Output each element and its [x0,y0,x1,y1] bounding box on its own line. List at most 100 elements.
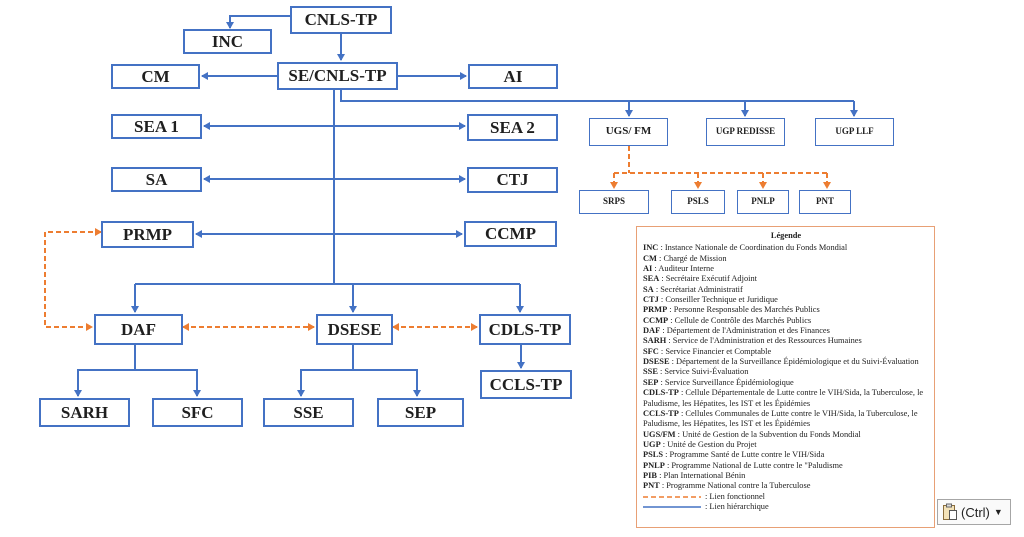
legend-entry: DSESE : Département de la Surveillance É… [643,357,929,367]
legend-entry: INC : Instance Nationale de Coordination… [643,243,929,253]
legend-entry: CM : Chargé de Mission [643,254,929,264]
legend-abbr: CCLS-TP [643,408,679,418]
legend: Légende INC : Instance Nationale de Coor… [636,226,935,528]
legend-abbr: SEA [643,274,660,284]
legend-entry: CTJ : Conseiller Technique et Juridique [643,295,929,305]
legend-abbr: AI [643,264,653,274]
legend-hierarchical-label: : Lien hiérarchique [705,501,769,511]
legend-entry: PNLP : Programme National de Lutte contr… [643,461,929,471]
node-sse: SSE [263,398,354,427]
legend-definition: : Conseiller Technique et Juridique [658,295,778,305]
node-sep: SEP [377,398,464,427]
legend-definition: : Cellules Communales de Lutte contre le… [643,408,918,429]
legend-abbr: PIB [643,470,657,480]
legend-definition: : Secrétariat Administratif [653,284,743,294]
legend-definition: : Service Suivi-Évaluation [657,367,749,377]
legend-entry: CCMP : Cellule de Contrôle des Marchés P… [643,316,929,326]
node-daf: DAF [94,314,183,345]
legend-abbr: DSESE [643,357,670,367]
legend-entry: SEP : Service Surveillance Épidémiologiq… [643,378,929,388]
node-ccls-tp: CCLS-TP [480,370,572,399]
legend-definition: : Programme National contre la Tuberculo… [659,481,811,491]
legend-definition: : Cellule de Contrôle des Marchés Public… [668,315,812,325]
node-ccmp: CCMP [464,221,557,247]
legend-abbr: SEP [643,377,659,387]
legend-definition: : Personne Responsable des Marchés Publi… [667,305,820,315]
legend-definition: : Instance Nationale de Coordination du … [658,243,848,253]
node-sfc: SFC [152,398,243,427]
legend-entry: UGP : Unité de Gestion du Projet [643,440,929,450]
dashed-line-icon [643,495,701,498]
node-sea-2: SEA 2 [467,114,558,141]
legend-abbr: INC [643,243,659,253]
node-sarh: SARH [39,398,130,427]
node-ugp-redisse: UGP REDISSE [706,118,785,146]
node-pnt: PNT [799,190,851,214]
legend-abbr: SSE [643,367,658,377]
legend-definition: : Département de la Surveillance Épidémi… [669,357,919,367]
legend-functional-label: : Lien fonctionnel [705,491,766,501]
legend-entry: PNT : Programme National contre la Tuber… [643,481,929,491]
node-cm: CM [111,64,200,89]
legend-abbr: CM [643,253,657,263]
legend-entry: DAF : Département de l'Administration et… [643,326,929,336]
legend-abbr: UGS/FM [643,429,676,439]
legend-entry: SFC : Service Financier et Comptable [643,347,929,357]
legend-functional-link: : Lien fonctionnel [643,492,929,502]
legend-entry: SARH : Service de l'Administration et de… [643,336,929,346]
legend-entry: PSLS : Programme Santé de Lutte contre l… [643,450,929,460]
legend-definition: : Programme Santé de Lutte contre le VIH… [663,450,825,460]
node-sea-1: SEA 1 [111,114,202,139]
node-se-cnls-tp: SE/CNLS-TP [277,62,398,90]
node-pnlp: PNLP [737,190,789,214]
legend-definition: : Unité de Gestion du Projet [660,439,757,449]
node-ugp-llf: UGP LLF [815,118,894,146]
legend-abbr: DAF [643,326,661,336]
legend-entries: INC : Instance Nationale de Coordination… [643,243,929,491]
paste-options-label: (Ctrl) [961,504,990,520]
legend-definition: : Service de l'Administration et des Res… [666,336,862,346]
legend-entry: SA : Secrétariat Administratif [643,285,929,295]
legend-abbr: CCMP [643,315,669,325]
legend-entry: CDLS-TP : Cellule Départementale de Lutt… [643,388,929,409]
legend-entry: UGS/FM : Unité de Gestion de la Subventi… [643,430,929,440]
legend-abbr: CDLS-TP [643,388,679,398]
legend-entry: PRMP : Personne Responsable des Marchés … [643,305,929,315]
node-prmp: PRMP [101,221,194,248]
legend-definition: : Secrétaire Exécutif Adjoint [659,274,757,284]
legend-definition: : Département de l'Administration et des… [660,326,830,336]
legend-entry: SEA : Secrétaire Exécutif Adjoint [643,274,929,284]
solid-line-icon [643,506,701,508]
legend-definition: : Cellule Départementale de Lutte contre… [643,388,924,408]
legend-entry: PIB : Plan International Bénin [643,471,929,481]
legend-entry: AI : Auditeur Interne [643,264,929,274]
chevron-down-icon: ▼ [993,507,1003,517]
legend-definition: : Service Surveillance Épidémiologique [658,377,794,387]
legend-definition: : Programme National de Lutte contre le … [664,460,843,470]
node-ugs-fm: UGS/ FM [589,118,668,146]
node-cnls-tp: CNLS-TP [290,6,392,34]
node-srps: SRPS [579,190,649,214]
legend-abbr: SARH [643,336,667,346]
legend-abbr: PRMP [643,305,668,315]
legend-abbr: SFC [643,346,659,356]
legend-abbr: PNT [643,481,660,491]
node-inc: INC [183,29,272,54]
legend-abbr: SA [643,284,654,294]
node-ctj: CTJ [467,167,558,193]
legend-abbr: PNLP [643,460,665,470]
node-cdls-tp: CDLS-TP [479,314,571,345]
legend-definition: : Auditeur Interne [652,264,714,274]
legend-definition: : Plan International Bénin [656,470,746,480]
node-sa: SA [111,167,202,192]
legend-abbr: CTJ [643,295,659,305]
clipboard-icon [943,503,957,520]
legend-abbr: UGP [643,439,661,449]
paste-options-button[interactable]: (Ctrl) ▼ [937,499,1011,525]
legend-title: Légende [770,231,802,240]
legend-abbr: PSLS [643,450,664,460]
node-ai: AI [468,64,558,89]
node-dsese: DSESE [316,314,393,345]
legend-entry: SSE : Service Suivi-Évaluation [643,367,929,377]
